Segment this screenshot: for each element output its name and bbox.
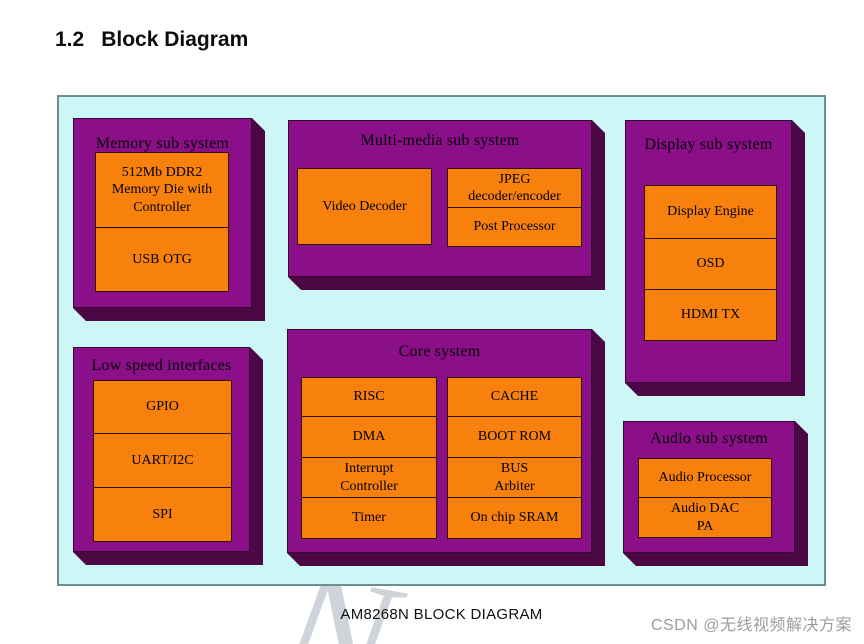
box-dma: DMA [301,417,437,458]
block-multimedia-subsystem: Multi-media sub system Video Decoder JPE… [288,120,592,277]
box-ddr2-memory: 512Mb DDR2 Memory Die with Controller [95,152,229,228]
box-post-processor: Post Processor [447,208,582,247]
box-usb-otg: USB OTG [95,228,229,292]
block-audio-title: Audio sub system [650,430,768,447]
block-diagram-canvas: Memory sub system 512Mb DDR2 Memory Die … [57,95,826,586]
box-video-decoder: Video Decoder [297,168,432,245]
block-memory-subsystem: Memory sub system 512Mb DDR2 Memory Die … [73,118,252,308]
block-multimedia-right-boxes: JPEG decoder/encoder Post Processor [447,168,582,247]
box-timer: Timer [301,498,437,539]
csdn-watermark: CSDN @无线视频解决方案 [650,617,852,634]
block-core-face: Core system RISC DMA Interrupt Controlle… [287,329,592,553]
section-title: Block Diagram [101,28,249,51]
box-audio-processor: Audio Processor [638,458,772,498]
box-risc: RISC [301,377,437,417]
block-display-face: Display sub system Display Engine OSD HD… [625,120,792,383]
block-multimedia-title: Multi-media sub system [360,132,520,149]
block-display-title: Display sub system [644,136,773,153]
box-boot-rom: BOOT ROM [447,417,582,458]
box-uart-i2c: UART/I2C [93,434,232,488]
block-memory-face: Memory sub system 512Mb DDR2 Memory Die … [73,118,252,308]
block-core-left-column: RISC DMA Interrupt Controller Timer [301,377,437,539]
block-audio-boxes: Audio Processor Audio DAC PA [638,458,772,538]
block-core-title: Core system [398,343,481,360]
diagram-caption: AM8268N BLOCK DIAGRAM [340,606,543,623]
box-bus-arbiter: BUS Arbiter [447,458,582,498]
box-display-engine: Display Engine [644,185,777,239]
box-jpeg-codec: JPEG decoder/encoder [447,168,582,208]
box-osd: OSD [644,239,777,290]
block-multimedia-face: Multi-media sub system Video Decoder JPE… [288,120,592,277]
block-audio-subsystem: Audio sub system Audio Processor Audio D… [623,421,795,553]
block-core-right-column: CACHE BOOT ROM BUS Arbiter On chip SRAM [447,377,582,539]
box-spi: SPI [93,488,232,542]
box-interrupt-controller: Interrupt Controller [301,458,437,498]
block-memory-boxes: 512Mb DDR2 Memory Die with Controller US… [95,152,229,292]
block-memory-title: Memory sub system [95,135,230,152]
block-core-system: Core system RISC DMA Interrupt Controlle… [287,329,592,553]
box-gpio: GPIO [93,380,232,434]
block-display-subsystem: Display sub system Display Engine OSD HD… [625,120,792,383]
section-number: 1.2 [55,28,85,51]
box-audio-dac-pa: Audio DAC PA [638,498,772,538]
box-hdmi-tx: HDMI TX [644,290,777,341]
block-low-speed-title: Low speed interfaces [91,357,232,374]
diagram-caption-row: AM8268N BLOCK DIAGRAM [57,606,826,624]
block-display-boxes: Display Engine OSD HDMI TX [644,185,777,341]
section-heading: 1.2 Block Diagram [55,28,248,52]
box-cache: CACHE [447,377,582,417]
block-low-speed-interfaces: Low speed interfaces GPIO UART/I2C SPI [73,347,250,552]
box-on-chip-sram: On chip SRAM [447,498,582,539]
block-audio-face: Audio sub system Audio Processor Audio D… [623,421,795,553]
block-low-speed-boxes: GPIO UART/I2C SPI [93,380,232,542]
block-multimedia-left-boxes: Video Decoder [297,168,432,245]
block-low-speed-face: Low speed interfaces GPIO UART/I2C SPI [73,347,250,552]
